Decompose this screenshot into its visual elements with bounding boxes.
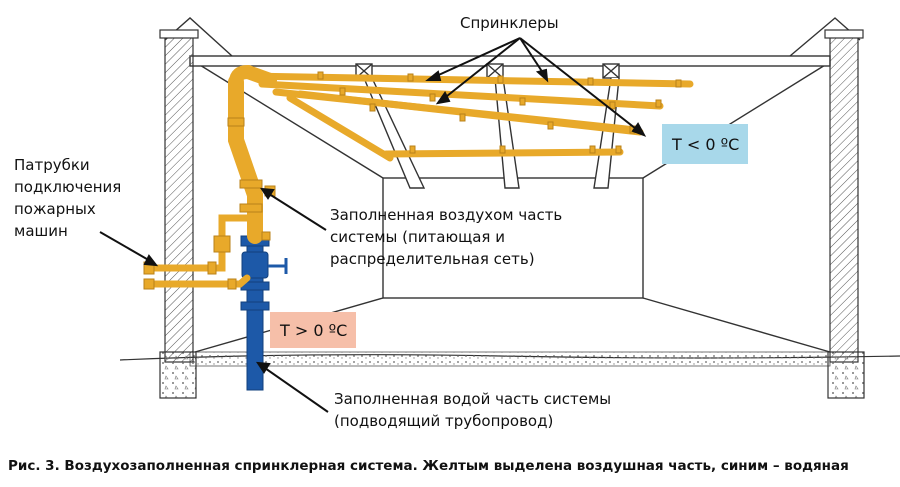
truck-label-line1: Патрубки [14, 156, 90, 174]
floor-edge-right [642, 297, 831, 353]
arrow-truck [99, 231, 153, 263]
truck-label-line4: машин [14, 222, 68, 240]
air-riser [228, 74, 263, 244]
temp-warm-label: T > 0 ºС [279, 321, 347, 340]
arrow-sprinkler-4 [519, 37, 641, 133]
air-part-line3: распределительная сеть) [330, 250, 535, 268]
alarm-valve [241, 251, 269, 279]
arrow-sprinkler-1 [431, 37, 521, 79]
right-footing [827, 351, 865, 399]
callout-arrows [99, 37, 647, 413]
ceiling-edge-left [194, 61, 384, 179]
floor-slab [189, 351, 831, 367]
water-part-line1: Заполненная водой часть системы [334, 390, 611, 408]
air-part-line2: системы (питающая и [330, 228, 505, 246]
arrow-sprinkler-2 [441, 37, 521, 101]
branch-diag [286, 94, 394, 162]
cold-badge [662, 124, 748, 164]
arrow-water [261, 365, 329, 413]
top-beam [189, 55, 831, 67]
figure-caption: Рис. 3. Воздухозаполненная спринклерная … [8, 458, 849, 474]
left-footing [159, 351, 197, 399]
branch-2 [258, 80, 664, 110]
arrow-sprinkler-3 [519, 37, 546, 77]
truck-connection-2 [146, 274, 251, 288]
truck-nozzle-2 [143, 278, 155, 290]
arrow-air [265, 191, 327, 231]
back-wall [382, 177, 644, 299]
water-part-line2: (подводящий трубопровод) [334, 412, 553, 430]
right-column [824, 29, 865, 399]
sprinklers-label: Спринклеры [460, 14, 559, 32]
sprinkler-heads [317, 71, 682, 154]
temp-cold-label: T < 0 ºС [671, 135, 739, 154]
air-part-line1: Заполненная воздухом часть [330, 206, 562, 224]
truck-label-line2: подключения [14, 178, 121, 196]
building [119, 17, 900, 367]
left-column [159, 29, 199, 399]
air-valve [213, 235, 231, 253]
warm-badge [270, 312, 356, 348]
truck-label-line3: пожарных [14, 200, 96, 218]
